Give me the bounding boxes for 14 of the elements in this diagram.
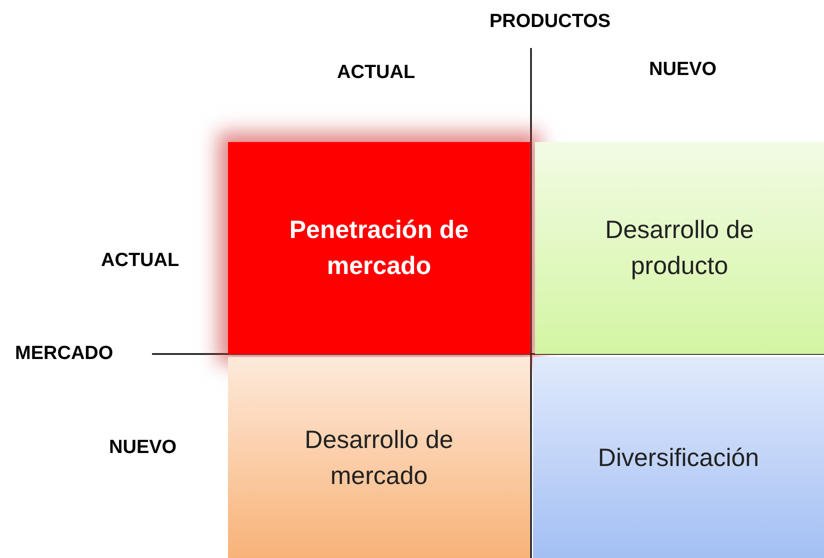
strategy-quadrant [228, 357, 530, 558]
axis-title: PRODUCTOS [490, 11, 611, 33]
row-header: NUEVO [109, 437, 177, 459]
quadrant-label: Desarrollo de producto [604, 215, 755, 282]
strategy-quadrant [535, 142, 824, 354]
strategy-quadrant [533, 357, 824, 558]
quadrant-label: Diversificación [598, 442, 760, 474]
row-header: ACTUAL [101, 250, 180, 272]
strategy-quadrant [228, 142, 530, 354]
column-header: ACTUAL [337, 62, 416, 84]
column-header: NUEVO [649, 59, 717, 81]
quadrant-label: Desarrollo de mercado [304, 424, 454, 492]
axis-title: MERCADO [15, 343, 114, 365]
quadrant-label: Penetración de mercado [288, 215, 470, 282]
